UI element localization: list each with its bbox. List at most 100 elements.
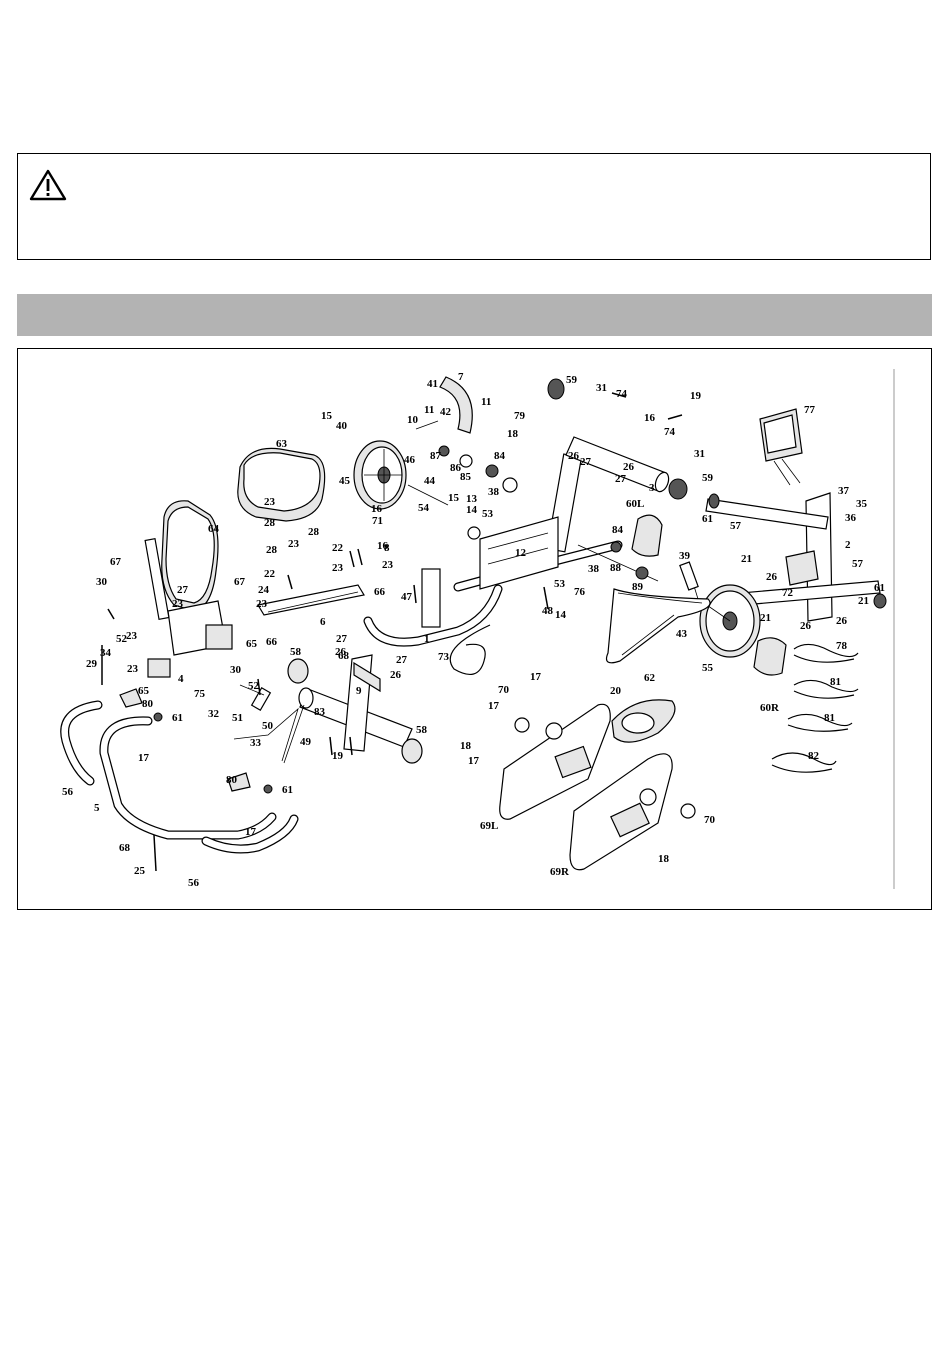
part-label: 27: [615, 473, 627, 485]
part-label: 18: [658, 853, 670, 865]
part-label: 18: [460, 740, 472, 752]
part-label: 70: [704, 814, 716, 826]
part-label: 23: [127, 663, 139, 675]
part-label: 21: [760, 612, 771, 624]
part-label: 75: [194, 688, 206, 700]
part-label: 23: [256, 598, 268, 610]
part-label: 65: [138, 685, 150, 697]
part-label: 62: [644, 672, 656, 684]
part-label: 60L: [626, 498, 644, 510]
part-label: 83: [314, 706, 326, 718]
part-label: 29: [86, 658, 98, 670]
part-label: 61: [172, 712, 183, 724]
part-label: 41: [427, 378, 438, 390]
exploded-parts-diagram: 1 2 3 4 5 6 7 8 9 10 11 11 12 13 14 14 1…: [17, 348, 932, 910]
part-label: 1: [424, 633, 430, 645]
part-label: 24: [258, 584, 270, 596]
part-label: 12: [515, 547, 527, 559]
part-label: 89: [632, 581, 644, 593]
part-label: 17: [138, 752, 150, 764]
part-label: 5: [94, 802, 100, 814]
part-label: 55: [702, 662, 714, 674]
part-label: 59: [566, 374, 578, 386]
part-label: 30: [96, 576, 108, 588]
part-label: 68: [119, 842, 131, 854]
part-label: 9: [356, 685, 362, 697]
part-label: 39: [679, 550, 691, 562]
part-label: 51: [232, 712, 243, 724]
part-label: 61: [702, 513, 713, 525]
part-label: 23: [126, 630, 138, 642]
part-label: 31: [596, 382, 607, 394]
part-label: 54: [418, 502, 430, 514]
part-label: 27: [580, 456, 592, 468]
part-label: 25: [134, 865, 146, 877]
part-label: 18: [507, 428, 519, 440]
part-label: 11: [481, 396, 491, 408]
part-label: 3: [649, 482, 655, 494]
part-label: 35: [856, 498, 868, 510]
part-label: 16: [644, 412, 656, 424]
part-label: 56: [62, 786, 74, 798]
part-label: 45: [339, 475, 351, 487]
part-label: 23: [382, 559, 394, 571]
part-label: 69R: [550, 866, 570, 878]
part-label: 46: [404, 454, 416, 466]
part-label: 10: [407, 414, 419, 426]
part-label: 27: [336, 633, 348, 645]
part-label: 43: [676, 628, 688, 640]
part-label: 58: [290, 646, 302, 658]
part-label: 73: [438, 651, 450, 663]
part-label: 28: [266, 544, 278, 556]
part-label: 23: [264, 496, 276, 508]
part-label: 61: [874, 582, 885, 594]
part-label: 80: [142, 698, 154, 710]
part-label: 81: [824, 712, 835, 724]
part-label: 68: [338, 650, 350, 662]
part-label: 19: [332, 750, 344, 762]
part-label: 57: [730, 520, 742, 532]
part-label: 22: [264, 568, 276, 580]
part-label: 17: [245, 826, 257, 838]
section-header-bar: [17, 294, 932, 336]
part-label: 15: [448, 492, 460, 504]
part-label: 6: [320, 616, 326, 628]
part-label: 27: [396, 654, 408, 666]
part-label: 7: [458, 371, 464, 383]
part-label: 36: [845, 512, 857, 524]
part-label: 50: [262, 720, 274, 732]
part-label: 65: [246, 638, 258, 650]
part-label: 33: [250, 737, 262, 749]
part-label: 21: [858, 595, 869, 607]
part-label: 26: [800, 620, 812, 632]
part-label: 52: [116, 633, 128, 645]
part-label: 16: [371, 503, 383, 515]
part-label: 71: [372, 515, 383, 527]
part-label: 23: [288, 538, 300, 550]
part-label: 38: [588, 563, 600, 575]
part-label: 74: [664, 426, 676, 438]
part-label: 14: [555, 609, 567, 621]
part-label: 86: [450, 462, 462, 474]
part-label: 61: [282, 784, 293, 796]
part-label: 78: [836, 640, 848, 652]
part-label: 58: [416, 724, 428, 736]
part-label: 23: [172, 598, 184, 610]
part-label: 26: [335, 646, 347, 658]
part-label: 17: [530, 671, 542, 683]
part-label: 70: [498, 684, 510, 696]
part-label: 27: [177, 584, 189, 596]
part-label: 14: [466, 504, 478, 516]
part-label: 11: [424, 404, 434, 416]
part-label: 60R: [760, 702, 780, 714]
warning-triangle-icon: [29, 169, 67, 201]
part-label: 4: [178, 673, 184, 685]
part-label: 26: [623, 461, 635, 473]
exploded-view-drawing: 1 2 3 4 5 6 7 8 9 10 11 11 12 13 14 14 1…: [60, 369, 895, 889]
part-label: 37: [838, 485, 850, 497]
part-label: 28: [264, 517, 276, 529]
part-label: 20: [610, 685, 622, 697]
part-label: 26: [766, 571, 778, 583]
part-label: 84: [494, 450, 506, 462]
part-label: 82: [808, 750, 820, 762]
